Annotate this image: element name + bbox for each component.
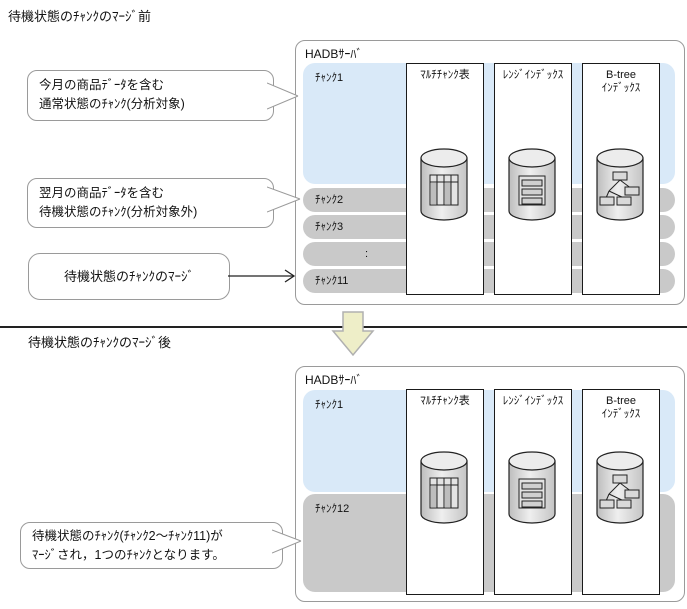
table-cylinder-icon	[420, 148, 468, 221]
column-header: B-tree	[606, 69, 636, 81]
standby-chunk-ellipsis: :	[365, 248, 369, 260]
callout-pointer	[267, 82, 299, 110]
chunk1-label-after: ﾁｬﾝｸ1	[315, 399, 344, 411]
column-header: ﾚﾝｼﾞｲﾝﾃﾞｯｸｽ	[502, 395, 564, 407]
column-header: ﾏﾙﾁﾁｬﾝｸ表	[420, 69, 470, 81]
callout-pointer	[272, 529, 302, 554]
section-title-before: 待機状態のﾁｬﾝｸのﾏｰｼﾞ前	[8, 9, 152, 24]
merge-action-box: 待機状態のﾁｬﾝｸのﾏｰｼﾞ	[28, 253, 230, 300]
standby-chunk-label: ﾁｬﾝｸ11	[315, 275, 349, 287]
chunk1-label-before: ﾁｬﾝｸ1	[315, 72, 344, 84]
callout-pointer	[267, 186, 301, 213]
column-header: ｲﾝﾃﾞｯｸｽ	[601, 82, 641, 94]
callout-standby-chunk: 翌月の商品ﾃﾞｰﾀを含む 待機状態のﾁｬﾝｸ(分析対象外)	[27, 178, 274, 228]
merge-arrow-icon	[228, 269, 296, 283]
section-title-after: 待機状態のﾁｬﾝｸのﾏｰｼﾞ後	[28, 335, 172, 350]
callout-line: ﾏｰｼﾞされ，1つのﾁｬﾝｸとなります。	[32, 548, 225, 562]
hadb-server-label-before: HADBｻｰﾊﾞ	[305, 47, 363, 61]
btree-cylinder-icon	[596, 451, 644, 524]
callout-line: 待機状態のﾁｬﾝｸ(ﾁｬﾝｸ2～ﾁｬﾝｸ11)が	[32, 529, 223, 543]
callout-line: 待機状態のﾁｬﾝｸ(分析対象外)	[39, 205, 198, 219]
column-header: ｲﾝﾃﾞｯｸｽ	[601, 408, 641, 420]
down-arrow-icon	[331, 311, 375, 357]
callout-line: 通常状態のﾁｬﾝｸ(分析対象)	[39, 97, 185, 111]
hadb-server-label-after: HADBｻｰﾊﾞ	[305, 373, 363, 387]
callout-line: 翌月の商品ﾃﾞｰﾀを含む	[39, 186, 165, 200]
range-index-cylinder-icon	[508, 148, 556, 221]
column-header: ﾚﾝｼﾞｲﾝﾃﾞｯｸｽ	[502, 69, 564, 81]
column-multi-chunk-table-before: ﾏﾙﾁﾁｬﾝｸ表	[406, 63, 484, 295]
btree-cylinder-icon	[596, 148, 644, 221]
standby-chunk-label: ﾁｬﾝｸ2	[315, 194, 344, 206]
chunk12-label: ﾁｬﾝｸ12	[315, 503, 350, 515]
callout-line: 今月の商品ﾃﾞｰﾀを含む	[39, 78, 165, 92]
callout-normal-chunk: 今月の商品ﾃﾞｰﾀを含む 通常状態のﾁｬﾝｸ(分析対象)	[27, 70, 274, 121]
range-index-cylinder-icon	[508, 451, 556, 524]
standby-chunk-label: ﾁｬﾝｸ3	[315, 221, 344, 233]
callout-merged-chunk: 待機状態のﾁｬﾝｸ(ﾁｬﾝｸ2～ﾁｬﾝｸ11)が ﾏｰｼﾞされ，1つのﾁｬﾝｸと…	[20, 522, 283, 569]
column-header: ﾏﾙﾁﾁｬﾝｸ表	[420, 395, 470, 407]
column-header: B-tree	[606, 395, 636, 407]
table-cylinder-icon	[420, 451, 468, 524]
